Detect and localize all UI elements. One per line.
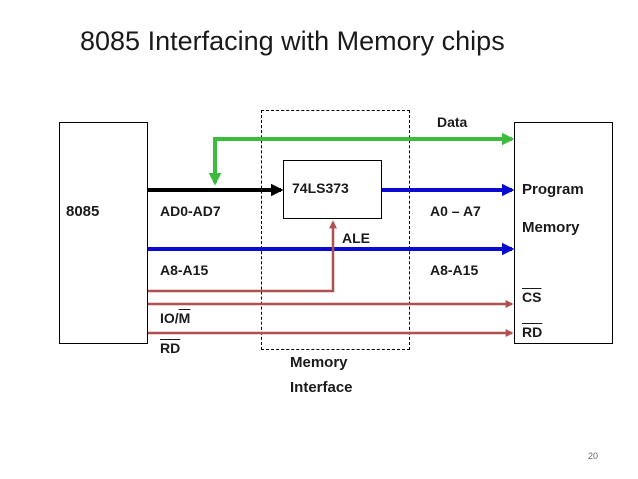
cpu-label: 8085: [66, 203, 100, 220]
io-m-prefix: IO/: [160, 310, 179, 326]
rd-right-label: RD: [522, 324, 543, 340]
memory-label-line1: Program: [522, 181, 584, 198]
io-m-overbar: M: [178, 310, 191, 326]
cpu-block: [59, 122, 148, 344]
a0-a7-label: A0 – A7: [430, 203, 481, 219]
a8-a15-left-label: A8-A15: [160, 262, 209, 278]
rd-left-label: RD: [160, 340, 181, 356]
ale-line: [148, 220, 338, 293]
data-label: Data: [437, 114, 468, 130]
memory-interface-label-line1: Memory: [290, 354, 348, 371]
cs-label: CS: [522, 289, 542, 305]
a8-a15-right-label: A8-A15: [430, 262, 479, 278]
data-bus-line: [208, 132, 515, 186]
ad0-ad7-label: AD0-AD7: [160, 203, 221, 219]
io-m-label: IO/M: [160, 310, 190, 326]
slide-title: 8085 Interfacing with Memory chips: [80, 26, 505, 56]
memory-label-line2: Memory: [522, 219, 580, 236]
memory-interface-label-line2: Interface: [290, 379, 353, 396]
memory-interface-region: [261, 110, 410, 350]
page-number: 20: [588, 451, 599, 461]
memory-block: [514, 122, 613, 344]
ale-label: ALE: [342, 230, 370, 246]
